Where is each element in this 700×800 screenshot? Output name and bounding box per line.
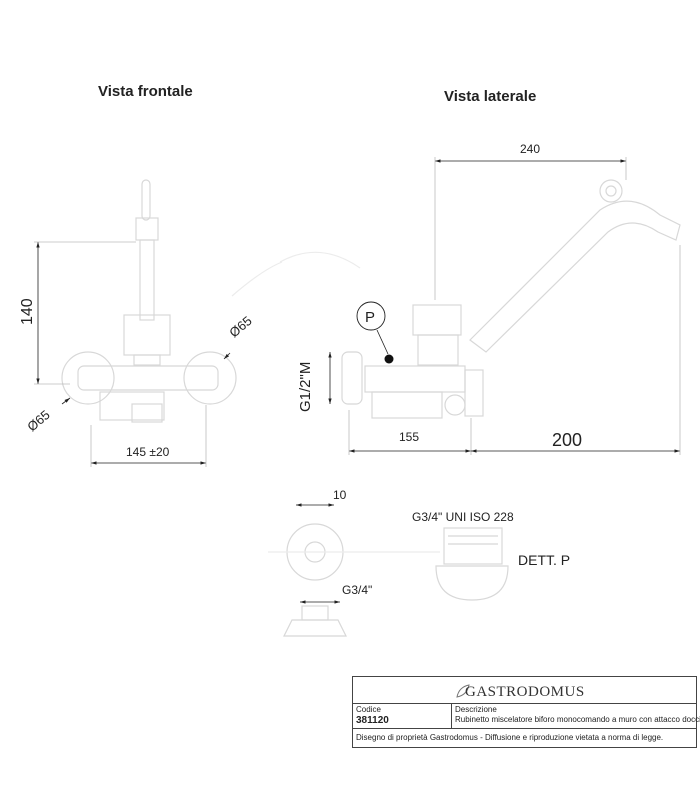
title-block-logo-row: GASTRODOMUS [353,677,696,704]
code-label: Codice [356,705,381,714]
leaf-logo-icon [456,684,470,698]
detail-p-callout-label: P [365,309,375,326]
dett-p-label: DETT. P [518,552,570,568]
detail-dimension-lines [296,503,340,604]
dim-side-long: 200 [552,430,582,450]
detail-plate-drawing [268,523,440,637]
dett-thread-label: G3/4" UNI ISO 228 [412,510,514,524]
dim-front-diam-right: Ø65 [226,313,254,340]
dett-p-drawing [435,527,509,601]
front-dimension-lines [34,241,231,467]
side-view-title: Vista laterale [444,88,536,105]
dim-front-diam-left: Ø65 [24,407,52,434]
brand-name: GASTRODOMUS [465,684,585,700]
dim-front-width: 145 ±20 [126,445,170,459]
dim-side-mid: 155 [399,430,419,444]
front-view-title: Vista frontale [98,83,193,100]
side-view-drawing [231,179,681,419]
dim-front-height: 140 [19,298,36,325]
dim-detail-top-width: 10 [333,488,347,502]
description-label: Descrizione [455,705,497,714]
ownership-notice: Disegno di proprietà Gastrodomus - Diffu… [356,733,664,742]
title-block: GASTRODOMUS Codice 381120 Descrizione Ru… [352,676,700,748]
title-block-code-cell: Codice 381120 [353,704,452,729]
dim-side-thread: G1/2"M [297,362,314,412]
dim-detail-thread: G3/4" [342,583,372,597]
side-dimension-lines [328,157,681,455]
detail-p-marker-dot [384,354,394,364]
description-value: Rubinetto miscelatore biforo monocomando… [455,715,700,724]
title-block-description-cell: Descrizione Rubinetto miscelatore biforo… [452,704,700,729]
detail-p-leader [376,329,389,355]
detail-p-callout [356,301,386,331]
front-view-drawing [61,179,237,423]
dim-side-top: 240 [520,142,540,156]
code-value: 381120 [356,715,389,726]
title-block-footer: Disegno di proprietà Gastrodomus - Diffu… [353,729,696,747]
